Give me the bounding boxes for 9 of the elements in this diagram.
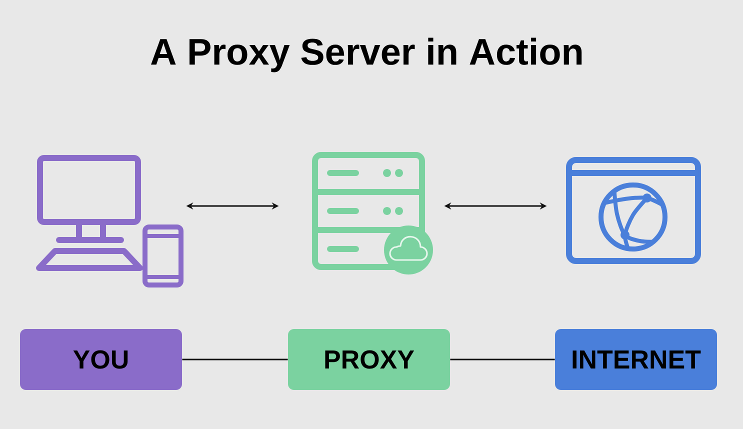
title: A Proxy Server in Action: [151, 38, 582, 72]
connector-line: [450, 358, 555, 360]
computer-icon: [36, 155, 184, 288]
label-box: PROXY: [288, 329, 450, 390]
connector-line: [182, 358, 288, 360]
label-box: YOU: [20, 329, 182, 390]
server-icon: [312, 152, 433, 274]
label-box: INTERNET: [555, 329, 717, 390]
browser-globe-icon: [566, 157, 701, 264]
